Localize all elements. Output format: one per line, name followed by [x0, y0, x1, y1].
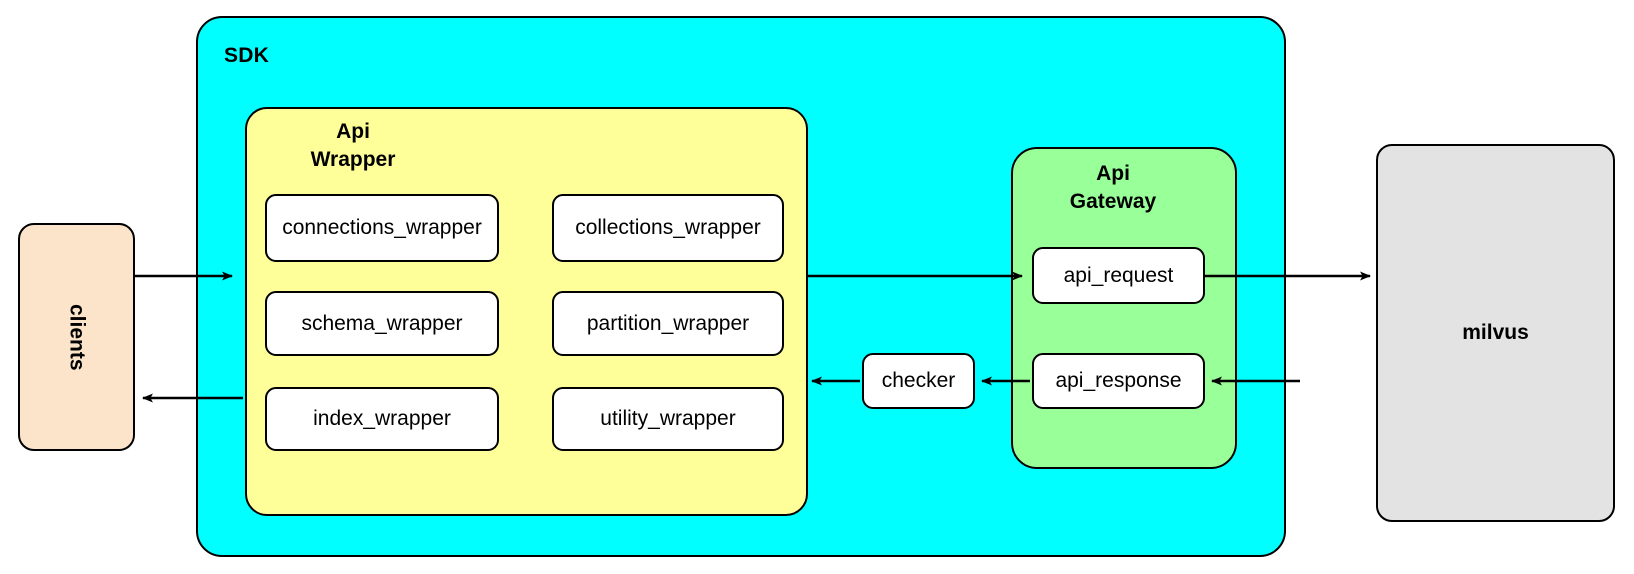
node-label: api_response [1055, 369, 1182, 392]
api-wrapper-label-line2: Wrapper [310, 147, 396, 171]
node-label: api_request [1063, 263, 1174, 287]
api-wrapper-label: Api Wrapper [288, 118, 418, 174]
node-checker[interactable]: checker [862, 353, 975, 409]
node-partition-wrapper[interactable]: partition_wrapper [552, 291, 784, 356]
api-wrapper-label-line1: Api [336, 120, 370, 143]
node-connections-wrapper[interactable]: connections_wrapper [265, 194, 499, 262]
node-label: utility_wrapper [600, 407, 736, 430]
node-label: connections_wrapper [282, 216, 482, 239]
node-api-request[interactable]: api_request [1032, 247, 1205, 304]
node-collections-wrapper[interactable]: collections_wrapper [552, 194, 784, 262]
node-label: collections_wrapper [575, 216, 761, 239]
node-api-response[interactable]: api_response [1032, 353, 1205, 409]
api-gateway-label-line2: Gateway [1069, 189, 1157, 213]
api-gateway-container[interactable]: Api Gateway [1011, 147, 1237, 469]
node-clients[interactable]: clients [18, 223, 135, 451]
node-label: clients [65, 303, 89, 371]
node-label: schema_wrapper [301, 311, 463, 335]
node-label: checker [881, 369, 956, 392]
node-schema-wrapper[interactable]: schema_wrapper [265, 291, 499, 356]
api-gateway-label: Api Gateway [1048, 160, 1178, 216]
node-label: index_wrapper [313, 407, 451, 430]
node-index-wrapper[interactable]: index_wrapper [265, 387, 499, 451]
api-gateway-label-line1: Api [1096, 162, 1130, 185]
node-label: milvus [1462, 321, 1529, 344]
node-label: partition_wrapper [586, 311, 750, 335]
node-milvus[interactable]: milvus [1376, 144, 1615, 522]
sdk-label: SDK [224, 44, 269, 67]
node-utility-wrapper[interactable]: utility_wrapper [552, 387, 784, 451]
